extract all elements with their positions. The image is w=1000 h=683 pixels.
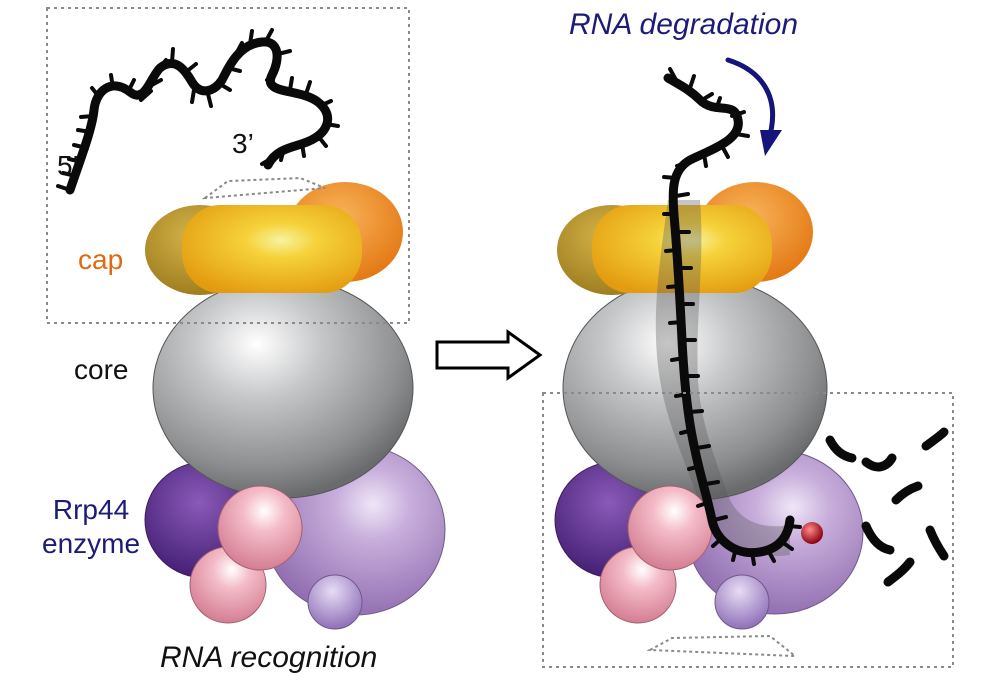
right-exit-funnel bbox=[646, 634, 799, 658]
degradation-arrow-head bbox=[760, 130, 782, 156]
left-exosome bbox=[144, 182, 446, 630]
three-prime-label: 3’ bbox=[232, 128, 254, 159]
left-core-sphere bbox=[152, 277, 414, 499]
rrp44-label-line2: enzyme bbox=[42, 528, 141, 559]
right-rna-strand bbox=[662, 67, 802, 566]
rna-fragment bbox=[921, 427, 949, 451]
cap-label: cap bbox=[78, 244, 124, 275]
left-small-purple-subunit bbox=[307, 574, 363, 630]
rna-degradation-caption: RNA degradation bbox=[569, 8, 799, 41]
core-label: core bbox=[74, 354, 129, 385]
rrp44-label-line1: Rrp44 bbox=[52, 494, 130, 525]
right-enzyme-region-box bbox=[542, 392, 954, 668]
rna-fragment bbox=[925, 525, 949, 561]
degradation-arrow bbox=[725, 57, 776, 138]
rrp44-enzyme-label: Rrp44 enzyme bbox=[42, 493, 140, 561]
rna-fragment bbox=[883, 557, 915, 587]
rna-fragments bbox=[825, 427, 949, 587]
right-pink-subunit-upper bbox=[627, 485, 713, 571]
right-exosome bbox=[554, 182, 864, 630]
rna-fragment bbox=[861, 453, 897, 472]
rna-fragment bbox=[861, 521, 895, 555]
rna-fragment bbox=[891, 481, 923, 505]
right-cap-yellow-lobe bbox=[592, 205, 772, 293]
catalytic-site-dot bbox=[801, 522, 823, 544]
left-entry-funnel bbox=[201, 176, 326, 200]
right-small-purple-subunit bbox=[714, 574, 770, 630]
five-prime-label: 5’ bbox=[57, 150, 79, 181]
left-pink-subunit-upper bbox=[217, 485, 303, 571]
transition-arrow bbox=[435, 329, 543, 381]
left-cap-yellow-lobe bbox=[182, 205, 362, 293]
left-rna-strand bbox=[56, 28, 340, 195]
left-cap-region-box bbox=[46, 7, 410, 324]
rna-fragment bbox=[825, 435, 857, 463]
rna-recognition-caption: RNA recognition bbox=[160, 641, 378, 674]
